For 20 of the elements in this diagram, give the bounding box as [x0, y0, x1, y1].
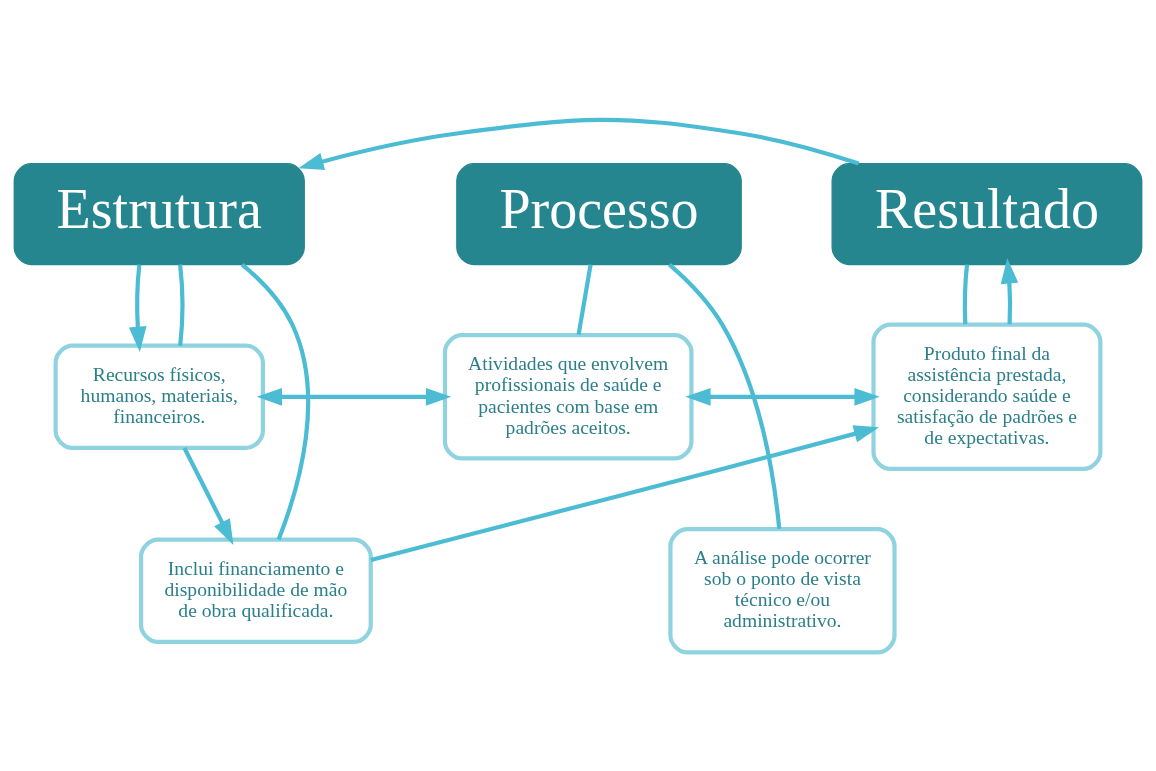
arrow: [182, 446, 234, 545]
arrow: [298, 117, 860, 170]
connector: [240, 262, 311, 540]
node-box: Estrutura: [13, 162, 305, 265]
node-box: Processo: [456, 162, 742, 265]
arrow: [685, 387, 880, 406]
node-box: Produto final da assistência prestada, considerando saúde e satisfação de padrões e de expectativas.: [871, 322, 1103, 471]
connector: [962, 263, 970, 324]
arrow: [370, 424, 880, 562]
node-box: Atividades que envolvem profissionais de saúde e pacientes com base em padrões aceitos.: [442, 332, 694, 461]
node-box: Inclui financiamento e disponibilidade de mão de obra qualificada.: [138, 537, 373, 644]
node-box: Resultado: [831, 162, 1143, 265]
connector: [576, 263, 593, 335]
arrow: [1000, 257, 1019, 324]
connector: [178, 263, 185, 346]
node-box: A análise pode ocorrer sob o ponto de vista técnico e/ou administrativo.: [668, 526, 897, 654]
node-box: Recursos físicos, humanos, materiais, financeiros.: [53, 343, 265, 450]
connector: [668, 262, 782, 529]
arrow: [128, 263, 147, 352]
arrow: [256, 387, 452, 406]
